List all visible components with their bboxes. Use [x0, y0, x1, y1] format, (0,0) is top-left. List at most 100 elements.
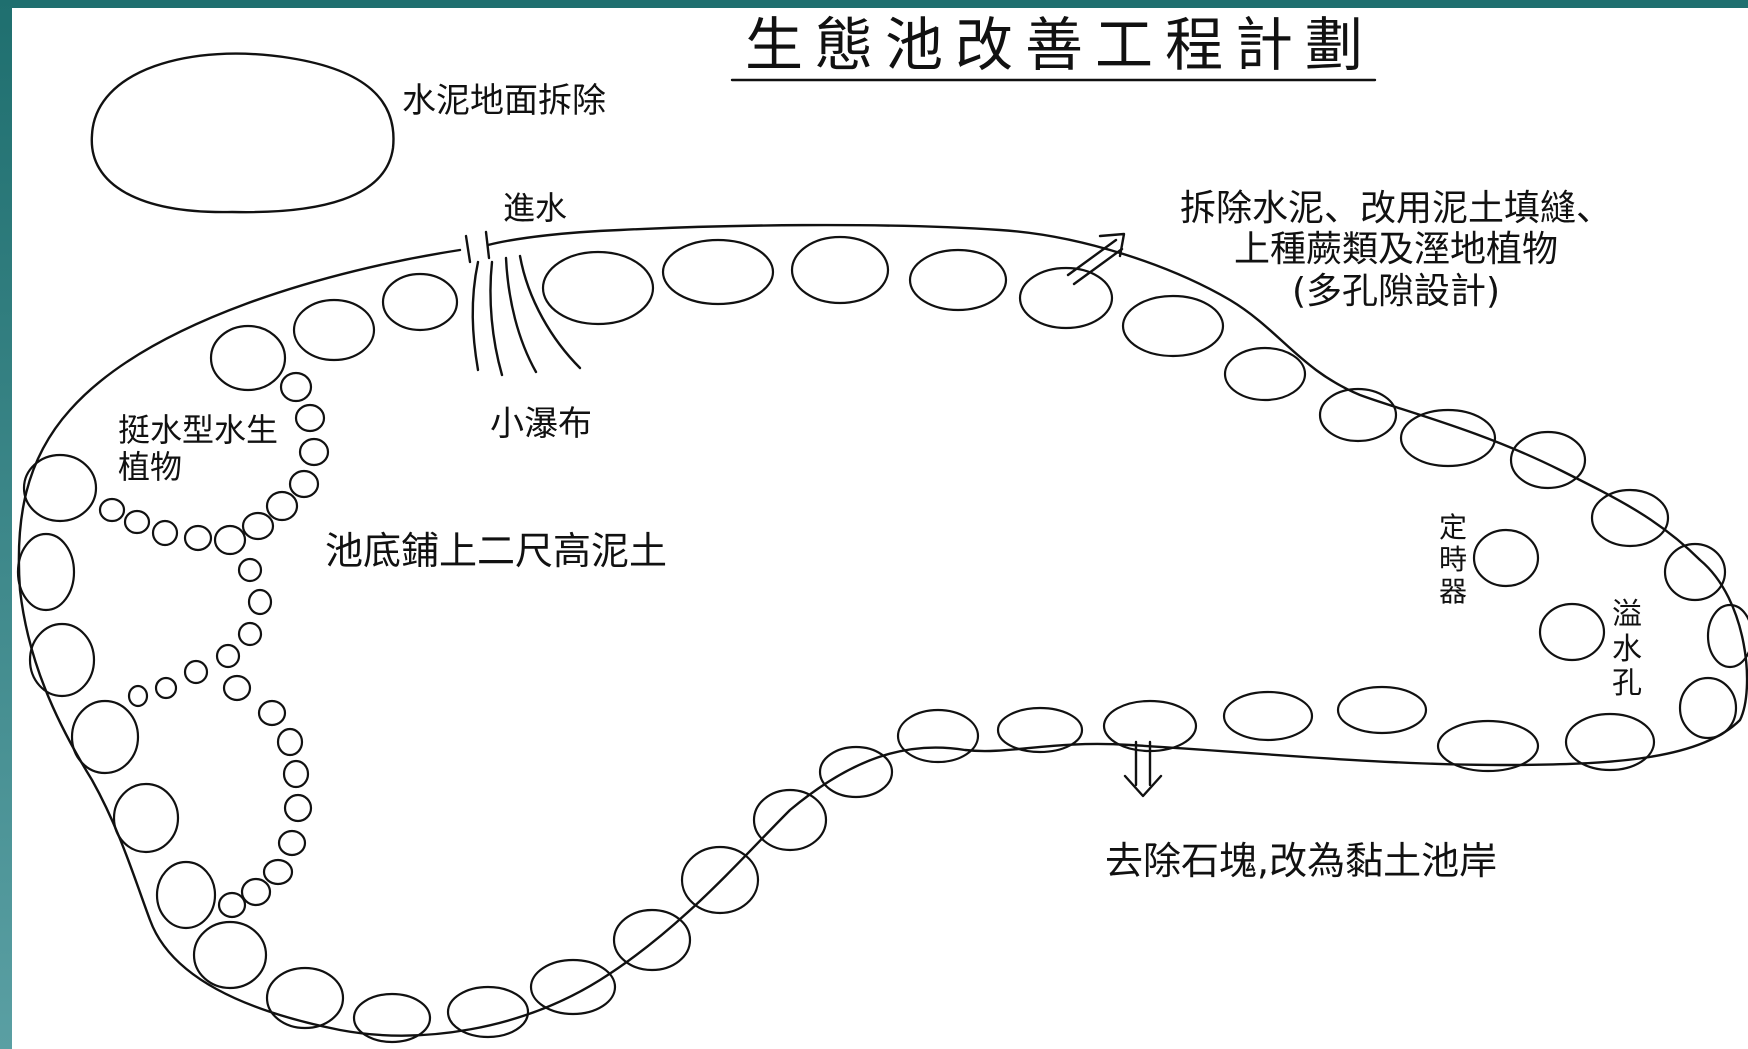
stone: [896, 708, 980, 764]
stone: [22, 453, 98, 523]
waterfall-line-3: [504, 256, 538, 374]
inlet-gap-right: [484, 230, 491, 260]
stone: [752, 788, 828, 852]
pebble: [294, 403, 326, 433]
stone: [28, 622, 96, 698]
pebble: [276, 727, 304, 757]
water-inlet-label: 進水: [503, 189, 568, 227]
waterfall-line-4: [518, 254, 582, 370]
plant-bed-pebbles: [98, 371, 330, 919]
timer-stone: [1472, 528, 1540, 588]
stone: [1399, 408, 1497, 468]
timer-label: 定時器: [1438, 511, 1467, 609]
pebble: [127, 684, 149, 708]
pebble: [298, 437, 330, 467]
left-edge-stones: [16, 453, 180, 854]
stone: [680, 845, 760, 915]
pebble: [288, 469, 320, 499]
stone: [1018, 266, 1114, 330]
slide-frame-top: [0, 0, 1748, 8]
pebble: [247, 588, 273, 616]
arrow-to-note-head: [1098, 232, 1126, 258]
stone: [192, 920, 268, 990]
pebble: [241, 511, 275, 541]
diagram-title: 生態池改善工程計劃: [745, 11, 1376, 79]
overflow-stone: [1538, 602, 1606, 662]
pebble: [215, 643, 241, 669]
pebble: [277, 829, 307, 857]
stone: [1121, 294, 1225, 358]
stone: [16, 532, 76, 612]
stone: [1590, 488, 1670, 548]
pebble: [283, 793, 313, 823]
stone: [996, 706, 1084, 754]
pebble: [222, 674, 252, 702]
stone: [1336, 685, 1428, 735]
pebble: [265, 490, 299, 522]
stone: [292, 298, 376, 362]
stone: [1678, 676, 1738, 740]
pebble: [257, 699, 287, 727]
stone: [265, 966, 345, 1030]
pebble: [240, 877, 272, 907]
pebble: [262, 858, 294, 886]
emergent-plants-label: 挺水型水生植物: [118, 411, 279, 486]
cement-area-outline: [90, 52, 395, 214]
stone: [1318, 387, 1398, 443]
stone: [381, 272, 459, 332]
pebble: [282, 759, 310, 789]
pond-outline: [17, 223, 1748, 1037]
pebble: [151, 519, 179, 547]
inlet-gap-left: [464, 234, 472, 264]
stone: [446, 985, 530, 1039]
small-waterfall-label: 小瀑布: [490, 404, 592, 444]
pebble: [213, 524, 247, 556]
stone: [1223, 346, 1307, 402]
top-edge-stones: [209, 235, 1748, 669]
pebble: [154, 676, 178, 700]
pebble: [237, 621, 263, 647]
pebble: [183, 659, 209, 685]
stone: [1509, 430, 1587, 490]
arrow-down-head: [1123, 774, 1163, 798]
stone: [1102, 699, 1198, 753]
pebble: [237, 557, 263, 583]
stone: [908, 248, 1008, 312]
stone: [1564, 712, 1656, 772]
stone: [352, 992, 432, 1044]
bottom-edge-stones: [155, 676, 1738, 1044]
stone: [155, 860, 217, 930]
waterfall-line-1: [471, 260, 480, 372]
pebble: [183, 524, 213, 552]
stone: [661, 238, 775, 306]
stone: [1436, 719, 1540, 773]
stone: [612, 908, 692, 972]
stone: [1706, 603, 1748, 669]
pebble: [217, 891, 247, 919]
stone: [790, 235, 890, 305]
remove-cement-note-line-1: 拆除水泥、改用泥土填縫、: [1179, 188, 1612, 229]
stone: [541, 250, 655, 326]
waterfall-line-2: [489, 260, 504, 377]
pebble: [123, 509, 151, 535]
cement-removal-label: 水泥地面拆除: [402, 81, 606, 121]
stone: [70, 699, 140, 775]
stone: [529, 958, 617, 1016]
stone: [818, 745, 894, 799]
remove-stones-label: 去除石塊,改為黏土池岸: [1105, 839, 1498, 883]
remove-cement-note: 拆除水泥、改用泥土填縫、 上種蕨類及溼地植物 (多孔隙設計): [1136, 188, 1656, 312]
stone: [209, 324, 287, 392]
arrow-down-shaft: [1134, 740, 1152, 787]
slide-frame-left: [0, 0, 12, 1049]
remove-cement-note-line-2: 上種蕨類及溼地植物: [1233, 229, 1558, 271]
stone: [1663, 542, 1727, 602]
remove-cement-note-line-3: (多孔隙設計): [1291, 270, 1501, 312]
overflow-hole-label: 溢水孔: [1612, 597, 1642, 701]
pond-bottom-label: 池底鋪上二尺高泥土: [325, 529, 668, 573]
stone: [1222, 690, 1314, 742]
stone: [112, 782, 180, 854]
pebble: [279, 371, 313, 403]
pebble: [98, 497, 126, 523]
